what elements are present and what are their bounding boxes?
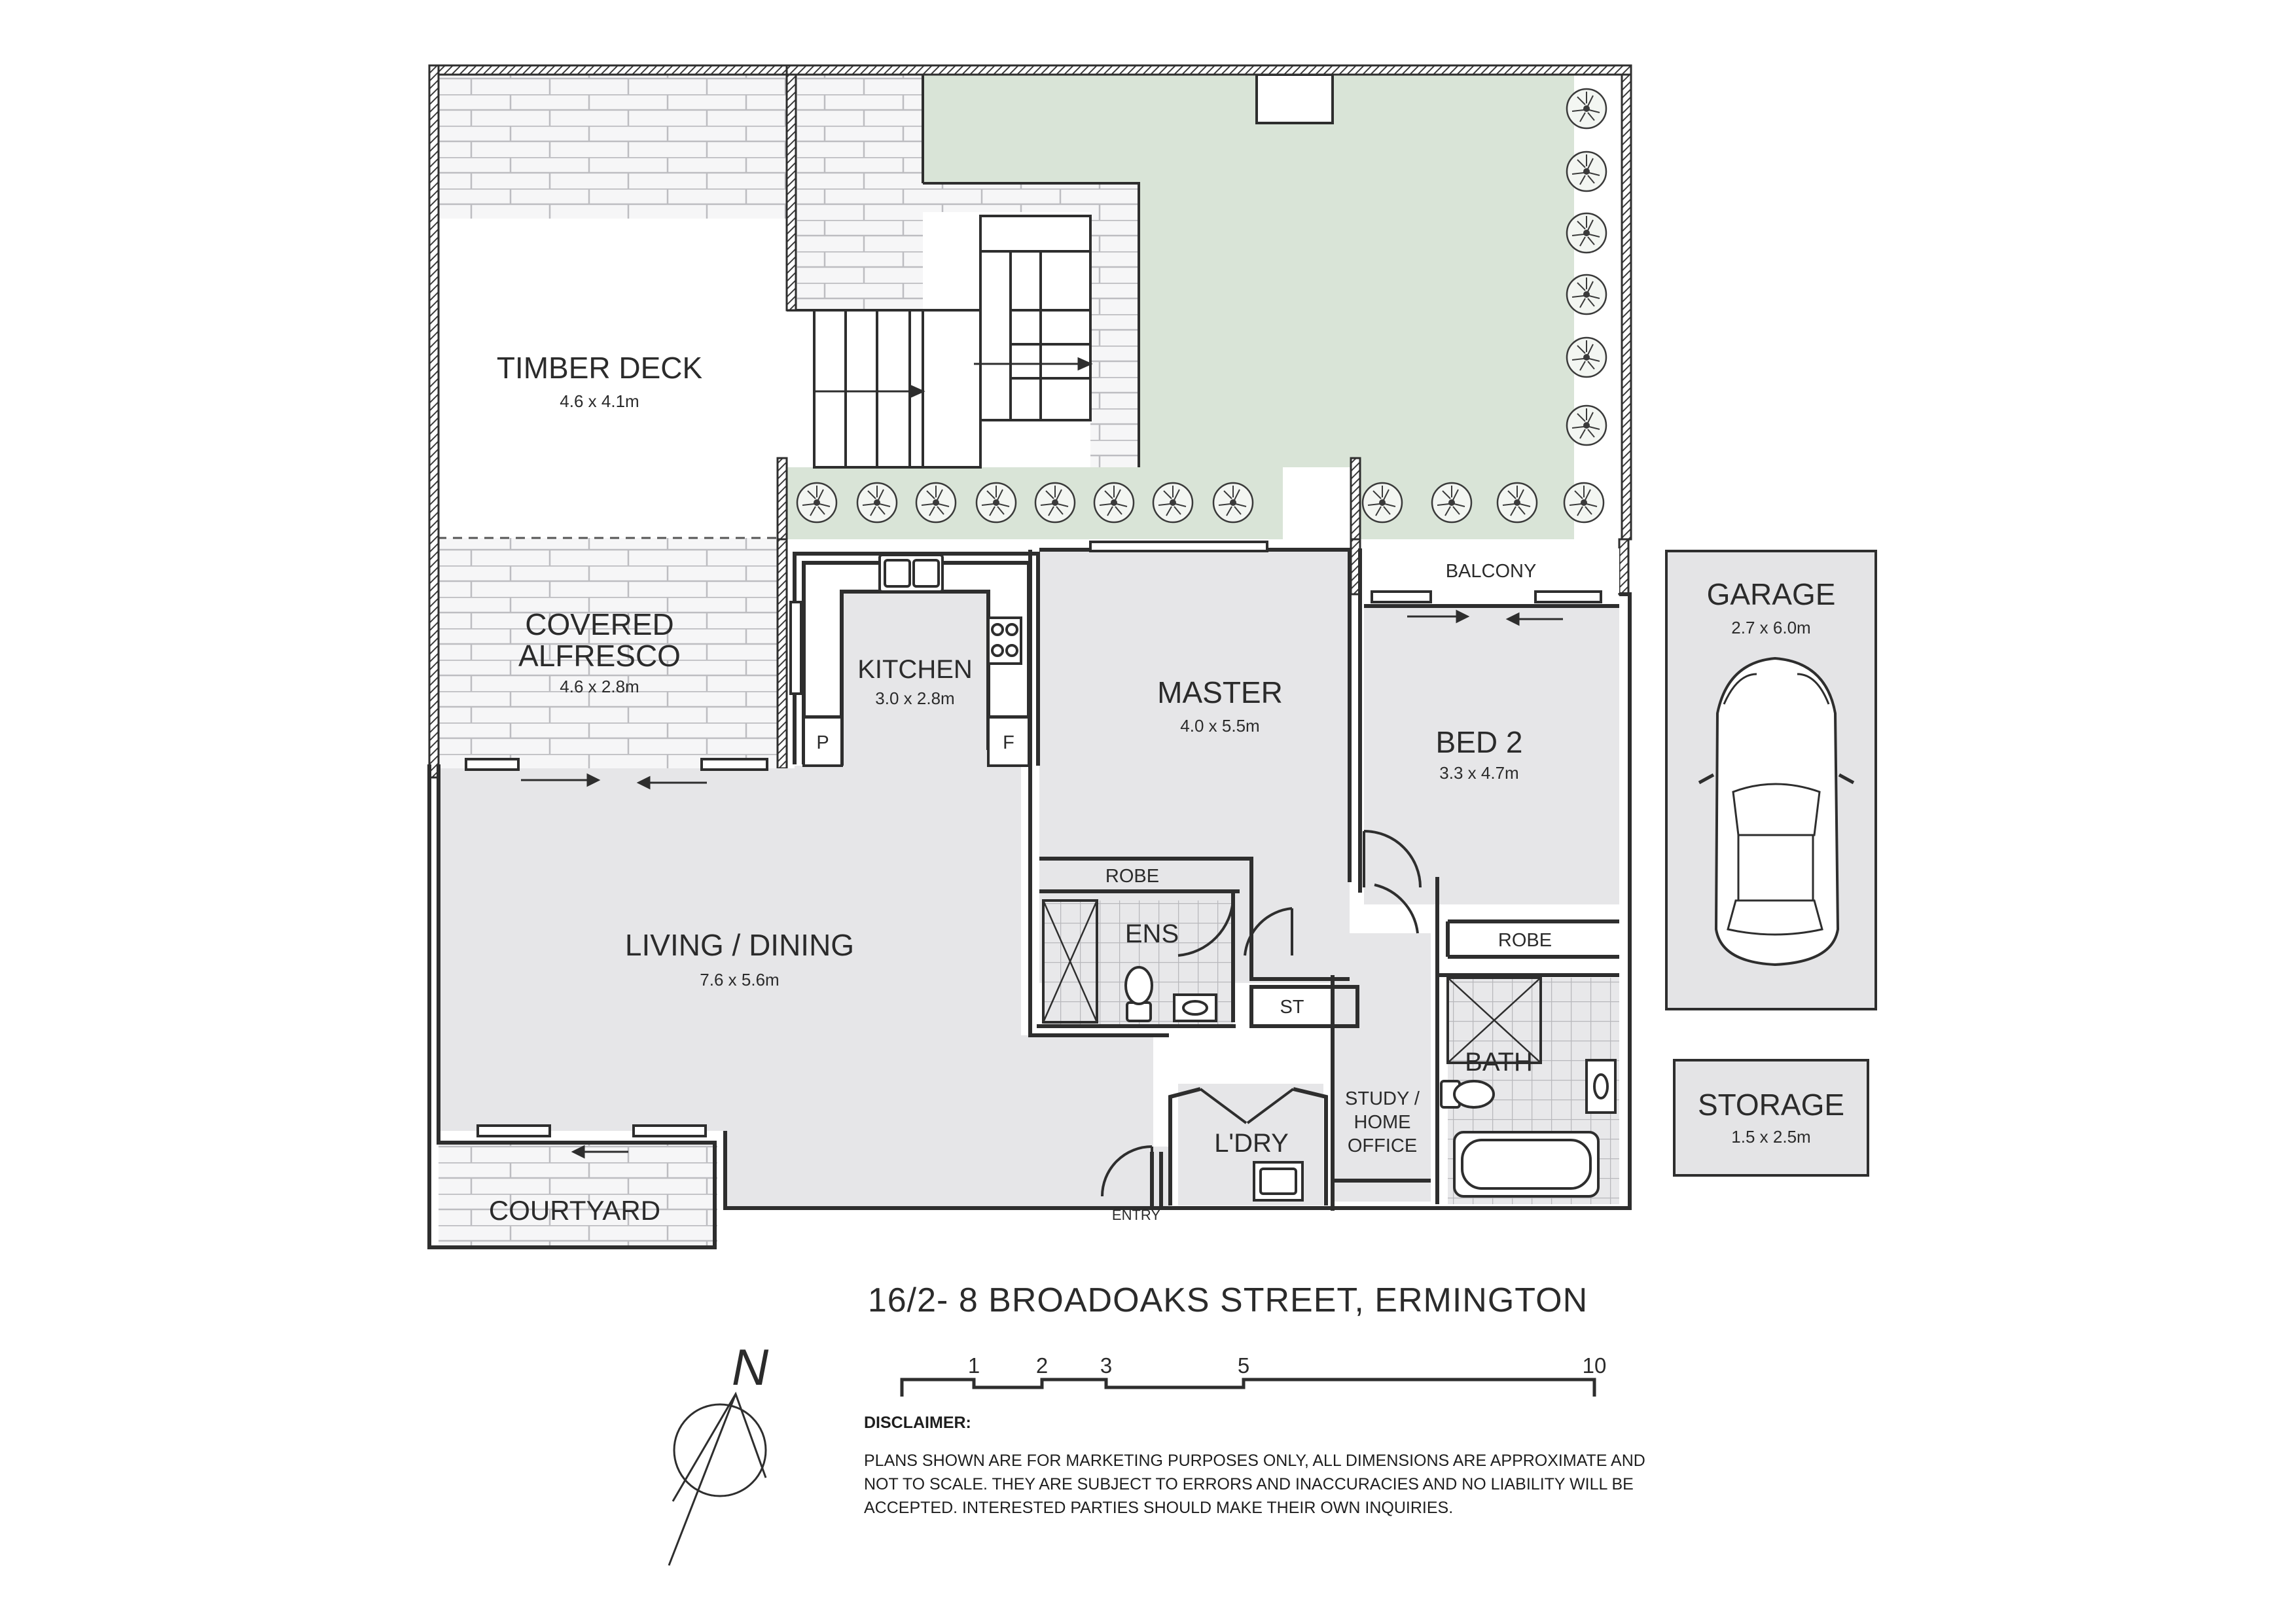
scale-mark-2: 2 (1036, 1353, 1048, 1378)
master-robe-label: ROBE (1105, 866, 1159, 887)
kitchen-dim: 3.0 x 2.8m (875, 688, 954, 708)
scale-mark-3: 3 (1100, 1353, 1112, 1378)
ensuite-label: ENS (1125, 919, 1179, 948)
storage-dim: 1.5 x 2.5m (1731, 1127, 1810, 1147)
scale-bar: 1 2 3 5 10 (900, 1353, 1607, 1397)
car-icon (1698, 656, 1855, 967)
windows (465, 541, 1602, 1137)
lawn-edge (787, 75, 1357, 539)
alfresco-paving (437, 538, 787, 768)
lawn (923, 75, 1574, 539)
north-arrow-icon: N (668, 1338, 769, 1566)
master-label: MASTER (1157, 675, 1283, 709)
study-label-3: OFFICE (1348, 1135, 1417, 1156)
storage-room (1673, 1059, 1869, 1177)
living-label: LIVING / DINING (625, 928, 854, 962)
courtyard-label: COURTYARD (489, 1195, 660, 1226)
storage-label: STORAGE (1698, 1088, 1844, 1122)
living-dim: 7.6 x 5.6m (700, 970, 779, 990)
fridge-label: F (1003, 732, 1014, 753)
brick-paving-step-side (1090, 212, 1139, 467)
alfresco-dim: 4.6 x 2.8m (560, 677, 639, 696)
garage (1665, 550, 1877, 1010)
entry-label: ENTRY (1112, 1207, 1160, 1223)
scale-mark-1: 1 (968, 1353, 980, 1378)
scale-mark-10: 10 (1583, 1353, 1607, 1378)
disclaimer-line-3: ACCEPTED. INTERESTED PARTIES SHOULD MAKE… (864, 1499, 1453, 1517)
boundary-walls (428, 64, 1632, 779)
bed2-robe-label: ROBE (1498, 930, 1552, 951)
labels: TIMBER DECK 4.6 x 4.1m COVERED ALFRESCO … (489, 351, 1844, 1319)
scale-mark-5: 5 (1238, 1353, 1249, 1378)
timber-deck-dim: 4.6 x 4.1m (560, 391, 639, 411)
st-label: ST (1280, 997, 1304, 1018)
laundry-label: L'DRY (1214, 1129, 1289, 1158)
garage-dim: 2.7 x 6.0m (1731, 618, 1810, 637)
study-label-2: HOME (1354, 1112, 1411, 1133)
study-label-1: STUDY / (1345, 1088, 1420, 1109)
stairs (813, 215, 1092, 469)
disclaimer-line-1: PLANS SHOWN ARE FOR MARKETING PURPOSES O… (864, 1452, 1645, 1470)
master-dim: 4.0 x 5.5m (1180, 716, 1259, 736)
disclaimer-heading: DISCLAIMER: (864, 1414, 971, 1432)
bed2-label: BED 2 (1436, 725, 1523, 759)
brick-paving-upper-left (437, 75, 787, 219)
address-title: 16/2- 8 BROADOAKS STREET, ERMINGTON (868, 1281, 1588, 1319)
fixtures (802, 554, 1617, 1202)
lawn-feature-box (1255, 73, 1334, 124)
bed2-dim: 3.3 x 4.7m (1439, 763, 1518, 783)
timber-deck-label: TIMBER DECK (497, 351, 703, 385)
timber-deck (437, 219, 787, 538)
disclaimer: DISCLAIMER: PLANS SHOWN ARE FOR MARKETIN… (864, 1414, 1645, 1517)
kitchen-label: KITCHEN (857, 655, 973, 684)
brick-paving-upper-middle (797, 75, 923, 310)
disclaimer-line-2: NOT TO SCALE. THEY ARE SUBJECT TO ERRORS… (864, 1475, 1634, 1493)
balcony-label: BALCONY (1446, 561, 1537, 582)
garage-label: GARAGE (1707, 577, 1836, 611)
doors (1101, 830, 1422, 1197)
outdoor-areas (437, 73, 1574, 768)
bath-label: BATH (1465, 1048, 1533, 1077)
sliding-arrows (521, 609, 1563, 1159)
alfresco-label-2: ALFRESCO (518, 639, 681, 673)
alfresco-label-1: COVERED (525, 607, 673, 641)
pantry-label: P (816, 732, 829, 753)
stair-arrows (814, 357, 1093, 399)
north-label: N (732, 1338, 769, 1396)
